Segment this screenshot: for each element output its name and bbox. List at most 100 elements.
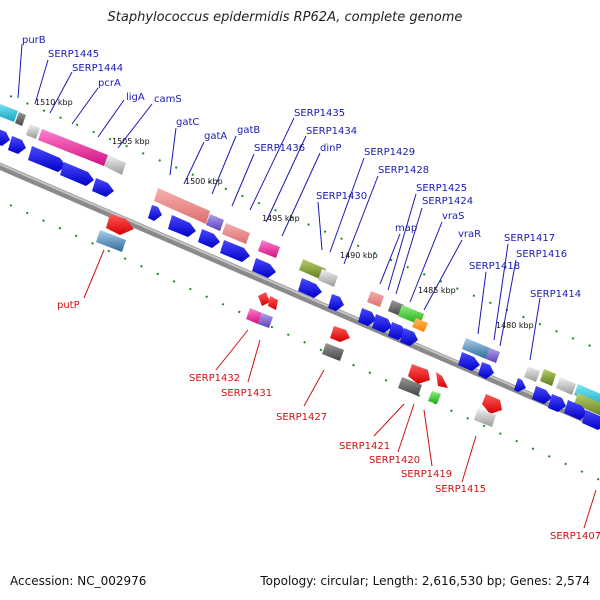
leader-line <box>395 207 423 295</box>
gene-label-serp1434: SERP1434 <box>306 126 357 137</box>
gene-label-serp1414: SERP1414 <box>530 289 581 300</box>
gene-label-purb: purB <box>22 35 46 46</box>
leader-line <box>373 403 405 437</box>
cds-arrow <box>458 352 480 371</box>
gene-label-gatc: gatC <box>176 117 199 128</box>
leader-line <box>303 369 325 407</box>
kbp-label-1500: 1500 kbp <box>185 177 223 186</box>
leader-line <box>583 489 597 529</box>
pcra-feature <box>38 129 108 166</box>
serp1427-feature <box>322 343 344 361</box>
cds-arrow <box>358 308 376 326</box>
lower-track-features <box>96 214 502 427</box>
gene-label-vrar: vraR <box>458 229 481 240</box>
gene-label-serp1418: SERP1418 <box>469 261 520 272</box>
cds-arrow <box>28 146 66 172</box>
leader-line <box>247 339 261 383</box>
serp1418-feature <box>486 348 500 363</box>
vrar-feature <box>462 338 490 359</box>
putp-feature <box>106 214 134 235</box>
leader-lines-upper <box>17 43 541 361</box>
leader-line <box>493 243 509 341</box>
cds-arrow <box>60 162 94 186</box>
gene-label-serp1417: SERP1417 <box>504 233 555 244</box>
cds-arrow <box>478 362 494 379</box>
serp1417-feature <box>524 366 540 382</box>
map-title: Staphylococcus epidermidis RP62A, comple… <box>108 10 463 25</box>
leader-line <box>397 403 415 453</box>
gene-label-serp1432: SERP1432 <box>189 373 240 384</box>
cds-arrow <box>252 258 276 278</box>
gene-label-serp1428: SERP1428 <box>378 165 429 176</box>
leader-line <box>317 201 323 251</box>
serp1416b-feature <box>482 394 502 414</box>
serp1431-feature <box>258 313 273 328</box>
cds-arrow <box>514 378 526 392</box>
putp-region <box>96 230 126 252</box>
serp1415-feature <box>474 408 496 427</box>
cds-arrow <box>400 328 418 346</box>
cds-arrow <box>548 394 566 412</box>
genome-backbone <box>0 162 600 430</box>
map-feature <box>367 291 384 307</box>
leader-line <box>249 117 295 211</box>
leader-line <box>17 43 23 99</box>
leader-line <box>499 259 517 347</box>
cds-arrow <box>388 322 406 340</box>
accession-text: Accession: NC_002976 <box>10 574 147 588</box>
serp1422-feature <box>408 364 430 384</box>
kbp-label-1505: 1505 kbp <box>112 137 150 146</box>
kbp-scale-labels: 1510 kbp 1505 kbp 1500 kbp 1495 kbp 1490… <box>35 98 534 330</box>
gene-label-serp1416: SERP1416 <box>516 249 567 260</box>
leader-line <box>379 233 401 285</box>
serp1444-feature <box>26 124 40 139</box>
serp1433-feature <box>258 292 270 306</box>
gene-label-serp1424: SERP1424 <box>422 196 473 207</box>
leader-line <box>169 127 177 176</box>
gene-label-serp1430: SERP1430 <box>316 191 367 202</box>
kbp-label-1485: 1485 kbp <box>418 286 456 295</box>
gene-label-serp1415: SERP1415 <box>435 484 486 495</box>
kbp-label-1510: 1510 kbp <box>35 98 73 107</box>
genome-summary-text: Topology: circular; Length: 2,616,530 bp… <box>260 574 590 588</box>
cds-arrow <box>298 278 322 298</box>
genome-backbone-highlight <box>0 163 600 425</box>
kbp-label-1480: 1480 kbp <box>496 321 534 330</box>
upper-gene-labels: purB SERP1445 SERP1444 pcrA ligA camS ga… <box>22 35 581 300</box>
serp1432-feature <box>246 308 262 324</box>
cds-arrow <box>8 136 26 154</box>
gene-label-serp1420: SERP1420 <box>369 455 420 466</box>
gene-label-cams: camS <box>154 94 182 105</box>
cds-arrow <box>198 229 220 248</box>
serp1430-feature <box>299 259 326 280</box>
cds-arrow <box>220 240 250 262</box>
cds-arrow <box>532 386 552 404</box>
gene-label-serp1427: SERP1427 <box>276 412 327 423</box>
leader-line <box>387 193 417 291</box>
gene-label-pcra: pcrA <box>98 78 121 89</box>
gata-feature <box>206 214 224 231</box>
cds-arrow <box>582 410 600 430</box>
gene-label-serp1445: SERP1445 <box>48 49 99 60</box>
leader-line <box>211 135 237 195</box>
cds-arrow <box>92 178 114 197</box>
gene-label-serp1429: SERP1429 <box>364 147 415 158</box>
leader-line <box>34 59 49 105</box>
leader-line <box>423 409 433 467</box>
leader-lines-lower <box>83 249 597 529</box>
cds-arrow <box>148 205 162 221</box>
edge-olive-feature <box>574 393 600 416</box>
gene-label-gatb: gatB <box>237 125 260 136</box>
serp1429-feature <box>318 269 338 287</box>
gene-label-map: map <box>395 223 417 234</box>
lower-tick-track <box>9 204 600 481</box>
gene-label-serp1444: SERP1444 <box>72 63 123 74</box>
upper-tick-track <box>9 95 600 351</box>
upper-track-features <box>0 103 600 416</box>
leader-line <box>117 103 153 149</box>
kbp-label-1495: 1495 kbp <box>262 214 300 223</box>
leader-line <box>49 71 73 114</box>
gene-label-gata: gatA <box>204 131 227 142</box>
leader-line <box>423 239 463 311</box>
